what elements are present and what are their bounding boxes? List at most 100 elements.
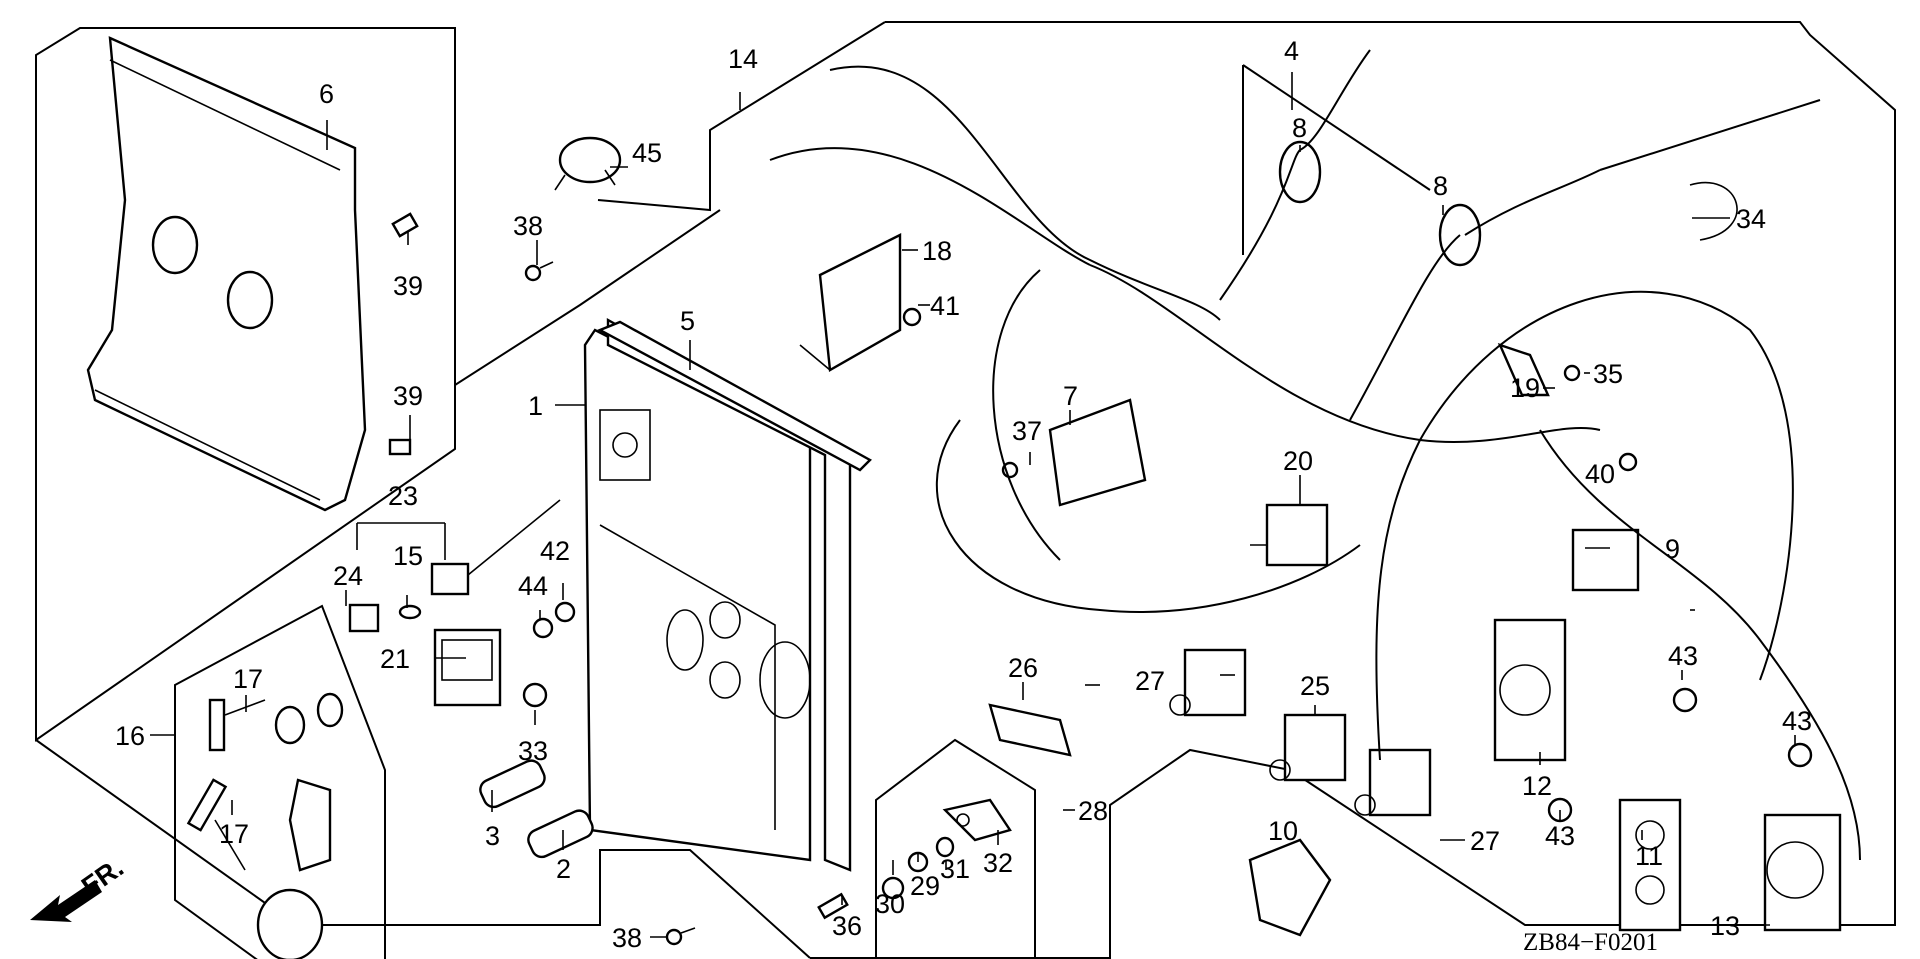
part-25-breaker[interactable]: [1269, 713, 1347, 782]
part-44-washer[interactable]: [532, 617, 554, 639]
group-outlines: [35, 21, 1896, 959]
callout-38-lower[interactable]: 38: [612, 923, 642, 953]
part-3-terminal[interactable]: [477, 757, 548, 810]
callout-39-upper[interactable]: 39: [393, 271, 423, 301]
callout-35[interactable]: 35: [1593, 359, 1623, 389]
callout-40[interactable]: 40: [1585, 459, 1615, 489]
callout-24[interactable]: 24: [333, 561, 363, 591]
callout-27-lower[interactable]: 27: [1470, 826, 1500, 856]
callout-43-b[interactable]: 43: [1668, 641, 1698, 671]
callout-15[interactable]: 15: [393, 541, 423, 571]
callout-25[interactable]: 25: [1300, 671, 1330, 701]
callout-18[interactable]: 18: [922, 236, 952, 266]
callout-27-upper[interactable]: 27: [1135, 666, 1165, 696]
part-21-hour-meter[interactable]: [433, 628, 502, 707]
part-2-terminal[interactable]: [525, 807, 596, 860]
callout-5[interactable]: 5: [680, 306, 695, 336]
callout-39-lower[interactable]: 39: [393, 381, 423, 411]
part-24-cover[interactable]: [348, 603, 380, 633]
callout-14[interactable]: 14: [728, 44, 758, 74]
part-34-cable-band[interactable]: [1689, 181, 1738, 241]
callout-19[interactable]: 19: [1510, 373, 1540, 403]
callout-28[interactable]: 28: [1078, 796, 1108, 826]
callout-8-left[interactable]: 8: [1292, 113, 1307, 143]
callout-7[interactable]: 7: [1063, 381, 1078, 411]
part-27-breaker-upper[interactable]: [1169, 648, 1247, 717]
callout-20[interactable]: 20: [1283, 446, 1313, 476]
callout-1[interactable]: 1: [528, 391, 543, 421]
part-14-wire-harness[interactable]: [769, 49, 1861, 861]
part-38-screw-lower[interactable]: [665, 927, 696, 946]
callout-21[interactable]: 21: [380, 644, 410, 674]
callout-3[interactable]: 3: [485, 821, 500, 851]
callout-labels: 6 39 39 14 45 38 5 1 18 41 23 24 15 21 4…: [115, 36, 1812, 953]
part-27-breaker-lower[interactable]: [1354, 748, 1432, 817]
callout-36[interactable]: 36: [832, 911, 862, 941]
callout-33[interactable]: 33: [518, 736, 548, 766]
callout-4[interactable]: 4: [1284, 36, 1299, 66]
part-42-nut[interactable]: [554, 601, 576, 623]
part-6-cover-panel[interactable]: [86, 36, 367, 512]
callout-16[interactable]: 16: [115, 721, 145, 751]
part-36-screw[interactable]: [817, 892, 849, 920]
part-17-key-lower[interactable]: [186, 778, 246, 871]
callout-42[interactable]: 42: [540, 536, 570, 566]
part-41-screw[interactable]: [902, 307, 922, 327]
part-26-switch[interactable]: [988, 703, 1072, 757]
part-43-nut-c[interactable]: [1787, 742, 1813, 768]
callout-43-c[interactable]: 43: [1782, 706, 1812, 736]
part-39-screw-lower[interactable]: [388, 438, 412, 456]
callout-32[interactable]: 32: [983, 848, 1013, 878]
callout-12[interactable]: 12: [1522, 771, 1552, 801]
callout-17-lower[interactable]: 17: [219, 819, 249, 849]
part-19-clip[interactable]: [1497, 343, 1550, 397]
part-35-screw[interactable]: [1563, 364, 1581, 382]
callout-37[interactable]: 37: [1012, 416, 1042, 446]
callout-8-right[interactable]: 8: [1433, 171, 1448, 201]
part-17-key-upper[interactable]: [208, 698, 266, 752]
callout-10[interactable]: 10: [1268, 816, 1298, 846]
callout-30[interactable]: 30: [875, 889, 905, 919]
callout-11[interactable]: 11: [1635, 841, 1663, 871]
callout-13[interactable]: 13: [1710, 911, 1740, 941]
callout-29[interactable]: 29: [910, 871, 940, 901]
callout-43-a[interactable]: 43: [1545, 821, 1575, 851]
callout-41[interactable]: 41: [930, 291, 960, 321]
part-45-cable-clamp[interactable]: [554, 136, 622, 191]
part-40-screw[interactable]: [1618, 452, 1638, 472]
callout-34[interactable]: 34: [1736, 204, 1766, 234]
part-31-spring[interactable]: [935, 836, 955, 858]
part-10-connector[interactable]: [1248, 838, 1332, 937]
callout-44[interactable]: 44: [518, 571, 548, 601]
callout-23[interactable]: 23: [388, 481, 418, 511]
part-12-receptacle[interactable]: [1493, 618, 1567, 762]
part-39-screw-upper[interactable]: [391, 212, 419, 238]
part-38-screw-upper[interactable]: [524, 261, 554, 282]
part-8-grommet-left[interactable]: [1278, 140, 1322, 204]
callout-6[interactable]: 6: [319, 79, 334, 109]
callout-31[interactable]: 31: [940, 854, 970, 884]
callout-9[interactable]: 9: [1665, 534, 1680, 564]
callout-2[interactable]: 2: [556, 854, 571, 884]
part-18-module[interactable]: [799, 233, 902, 372]
part-32-bracket[interactable]: [942, 798, 1012, 842]
part-13-receptacle[interactable]: [1763, 813, 1842, 932]
outline-main-group: [35, 739, 811, 959]
callout-17-upper[interactable]: 17: [233, 664, 263, 694]
part-20-switch[interactable]: [1250, 503, 1329, 567]
part-5-panel-frame[interactable]: [597, 320, 872, 472]
part-43-nut-b[interactable]: [1672, 687, 1698, 713]
part-30-washer[interactable]: [881, 876, 905, 900]
callout-45[interactable]: 45: [632, 138, 662, 168]
callout-26[interactable]: 26: [1008, 653, 1038, 683]
part-15-bulb[interactable]: [398, 604, 422, 620]
part-23-lamp-assembly[interactable]: [430, 499, 561, 596]
part-11-duplex-receptacle[interactable]: [1618, 798, 1682, 932]
front-direction-arrow: FR.: [30, 852, 129, 922]
callout-38-upper[interactable]: 38: [513, 211, 543, 241]
part-9-capacitor[interactable]: [1571, 528, 1640, 592]
part-33-nut[interactable]: [522, 682, 548, 708]
part-1-control-panel[interactable]: [583, 317, 852, 872]
part-16-ignition-switch[interactable]: [256, 692, 344, 959]
part-7-circuit-breaker[interactable]: [1048, 398, 1147, 507]
